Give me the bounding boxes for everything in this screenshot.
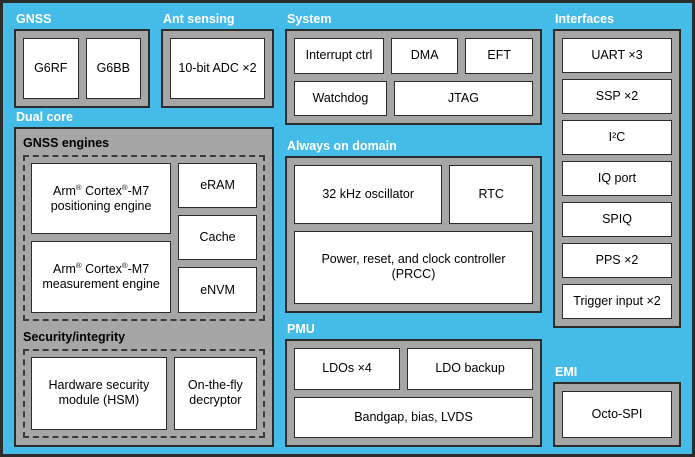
panel-emi: Octo-SPI xyxy=(553,382,681,447)
block-jtag[interactable]: JTAG xyxy=(393,80,533,116)
cortex-positioning-line2: positioning engine xyxy=(50,198,152,213)
block-adc[interactable]: 10-bit ADC ×2 xyxy=(170,38,265,99)
subpanel-security-integrity: Security/integrity Hardware security mod… xyxy=(23,330,265,438)
block-rtc[interactable]: RTC xyxy=(449,165,533,224)
panel-pmu: LDOs ×4 LDO backup Bandgap, bias, LVDS xyxy=(285,339,542,447)
dashed-region-gnss-engines: Arm® Cortex®-M7 positioning engine Arm® … xyxy=(23,155,265,321)
group-title-pmu: PMU xyxy=(287,322,315,336)
subpanel-title-security-integrity: Security/integrity xyxy=(23,329,126,344)
group-emi: EMI Octo-SPI xyxy=(553,365,681,447)
block-bandgap-bias-lvds[interactable]: Bandgap, bias, LVDS xyxy=(294,396,533,438)
gnss-engines-memory-column: eRAM Cache eNVM xyxy=(178,163,257,313)
block-ldo-backup[interactable]: LDO backup xyxy=(407,348,534,390)
group-title-interfaces: Interfaces xyxy=(555,12,615,26)
group-title-emi: EMI xyxy=(555,365,578,379)
panel-always-on-row-1: 32 kHz oscillator RTC xyxy=(294,165,533,224)
subpanel-gnss-engines: GNSS engines Arm® Cortex®-M7 positioning… xyxy=(23,136,265,321)
block-cortex-m7-positioning-engine[interactable]: Arm® Cortex®-M7 positioning engine xyxy=(31,163,172,235)
block-interrupt-ctrl[interactable]: Interrupt ctrl xyxy=(294,38,384,74)
block-pps[interactable]: PPS ×2 xyxy=(562,243,672,278)
block-eram[interactable]: eRAM xyxy=(178,163,257,209)
block-ldos[interactable]: LDOs ×4 xyxy=(294,348,401,390)
group-gnss: GNSS G6RF G6BB xyxy=(14,12,150,108)
block-32khz-oscillator[interactable]: 32 kHz oscillator xyxy=(294,165,443,224)
block-trigger-input[interactable]: Trigger input ×2 xyxy=(562,284,672,319)
group-dual-core: Dual core GNSS engines Arm® Cortex®-M7 p… xyxy=(14,110,274,447)
panel-ant-sensing: 10-bit ADC ×2 xyxy=(161,29,274,108)
block-g6rf[interactable]: G6RF xyxy=(23,38,79,99)
panel-system-row-2: Watchdog JTAG xyxy=(294,80,533,116)
panel-pmu-row-1: LDOs ×4 LDO backup xyxy=(294,348,534,390)
panel-always-on-domain: 32 kHz oscillator RTC Power, reset, and … xyxy=(285,156,542,313)
registered-icon: ® xyxy=(75,260,82,270)
block-spiq[interactable]: SPIQ xyxy=(562,202,672,237)
block-cortex-m7-measurement-engine[interactable]: Arm® Cortex®-M7 measurement engine xyxy=(31,241,172,313)
group-title-system: System xyxy=(287,12,332,26)
cortex-positioning-line1: Arm® Cortex®-M7 xyxy=(52,182,150,198)
panel-interfaces: UART ×3 SSP ×2 I²C IQ port SPIQ PPS ×2 T… xyxy=(553,29,681,328)
block-dma[interactable]: DMA xyxy=(390,38,459,74)
block-iq-port[interactable]: IQ port xyxy=(562,161,672,196)
group-title-always-on-domain: Always on domain xyxy=(287,139,397,153)
panel-pmu-row-2: Bandgap, bias, LVDS xyxy=(294,396,533,438)
block-prcc[interactable]: Power, reset, and clock controller (PRCC… xyxy=(294,230,533,304)
panel-system-row-1: Interrupt ctrl DMA EFT xyxy=(294,38,533,74)
group-system: System Interrupt ctrl DMA EFT Watchdog J… xyxy=(285,12,542,125)
panel-ant-sensing-row: 10-bit ADC ×2 xyxy=(170,38,265,99)
group-title-ant-sensing: Ant sensing xyxy=(163,12,235,26)
registered-icon: ® xyxy=(121,260,128,270)
group-always-on-domain: Always on domain 32 kHz oscillator RTC P… xyxy=(285,139,542,313)
block-cache[interactable]: Cache xyxy=(178,215,257,261)
group-pmu: PMU LDOs ×4 LDO backup Bandgap, bias, LV… xyxy=(285,322,542,447)
block-ssp[interactable]: SSP ×2 xyxy=(562,79,672,114)
cortex-measurement-line2: measurement engine xyxy=(42,276,160,291)
dashed-region-security-integrity: Hardware security module (HSM) On-the-fl… xyxy=(23,348,265,438)
panel-gnss-row: G6RF G6BB xyxy=(23,38,142,99)
subpanel-title-gnss-engines: GNSS engines xyxy=(23,136,110,150)
registered-icon: ® xyxy=(75,182,82,192)
block-g6bb[interactable]: G6BB xyxy=(85,38,142,99)
block-hardware-security-module[interactable]: Hardware security module (HSM) xyxy=(31,356,167,430)
block-eft[interactable]: EFT xyxy=(465,38,533,74)
block-watchdog[interactable]: Watchdog xyxy=(294,80,387,116)
block-envm[interactable]: eNVM xyxy=(178,267,257,313)
group-interfaces: Interfaces UART ×3 SSP ×2 I²C IQ port SP… xyxy=(553,12,681,328)
panel-dual-core: GNSS engines Arm® Cortex®-M7 positioning… xyxy=(14,127,274,447)
group-title-gnss: GNSS xyxy=(16,12,52,26)
cortex-measurement-line1: Arm® Cortex®-M7 xyxy=(52,260,150,276)
panel-emi-row: Octo-SPI xyxy=(562,391,672,438)
panel-system: Interrupt ctrl DMA EFT Watchdog JTAG xyxy=(285,29,542,125)
block-i2c[interactable]: I²C xyxy=(562,120,672,155)
block-octo-spi[interactable]: Octo-SPI xyxy=(562,391,672,438)
block-uart[interactable]: UART ×3 xyxy=(562,38,672,73)
gnss-engines-cores-column: Arm® Cortex®-M7 positioning engine Arm® … xyxy=(31,163,172,313)
panel-gnss: G6RF G6BB xyxy=(14,29,150,108)
group-ant-sensing: Ant sensing 10-bit ADC ×2 xyxy=(161,12,274,108)
block-on-the-fly-decryptor[interactable]: On-the-fly decryptor xyxy=(173,356,257,430)
group-title-dual-core: Dual core xyxy=(16,110,73,124)
registered-icon: ® xyxy=(121,182,128,192)
panel-always-on-row-2: Power, reset, and clock controller (PRCC… xyxy=(294,230,533,304)
